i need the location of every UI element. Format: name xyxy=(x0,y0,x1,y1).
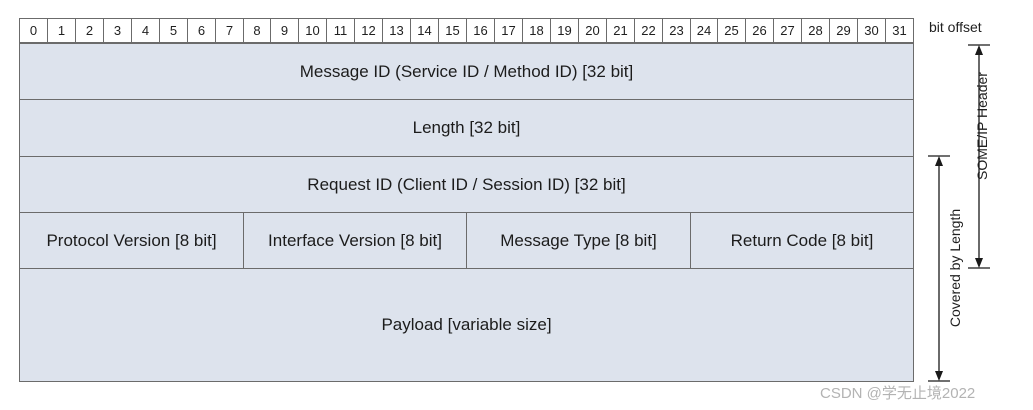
bit-offset-cell: 9 xyxy=(270,18,299,43)
length-arrow-up xyxy=(935,156,943,166)
header-field: Request ID (Client ID / Session ID) [32 … xyxy=(19,156,914,213)
watermark: CSDN @学无止境2022 xyxy=(820,385,976,402)
header-field: Message ID (Service ID / Method ID) [32 … xyxy=(19,43,914,100)
someip-header-label: SOME/IP Header xyxy=(974,72,990,180)
header-field: Message Type [8 bit] xyxy=(466,212,691,269)
bit-offset-cell: 31 xyxy=(885,18,914,43)
header-field: Protocol Version [8 bit] xyxy=(19,212,244,269)
bit-offset-cell: 6 xyxy=(187,18,216,43)
bit-offset-cell: 22 xyxy=(634,18,663,43)
bit-offset-cell: 12 xyxy=(354,18,383,43)
bit-offset-cell: 23 xyxy=(662,18,691,43)
bit-offset-cell: 25 xyxy=(717,18,746,43)
header-field: Payload [variable size] xyxy=(19,268,914,382)
length-arrow-down xyxy=(935,371,943,381)
bit-offset-cell: 10 xyxy=(298,18,327,43)
bit-offset-cell: 7 xyxy=(215,18,244,43)
bit-offset-cell: 21 xyxy=(606,18,635,43)
bit-offset-cell: 15 xyxy=(438,18,467,43)
bit-offset-cell: 1 xyxy=(47,18,76,43)
bit-offset-cell: 0 xyxy=(19,18,48,43)
bit-offset-cell: 29 xyxy=(829,18,858,43)
bit-offset-cell: 14 xyxy=(410,18,439,43)
bit-offset-cell: 24 xyxy=(690,18,718,43)
header-arrow-down xyxy=(975,258,983,268)
bit-offset-cell: 30 xyxy=(857,18,886,43)
someip-header-bracket xyxy=(968,44,990,269)
bit-offset-cell: 27 xyxy=(773,18,802,43)
covered-by-length-bracket xyxy=(928,155,950,382)
covered-by-length-label: Covered by Length xyxy=(947,208,963,328)
bit-offset-cell: 20 xyxy=(578,18,607,43)
header-field: Interface Version [8 bit] xyxy=(243,212,467,269)
header-arrow-up xyxy=(975,45,983,55)
bit-offset-cell: 19 xyxy=(550,18,579,43)
bit-offset-cell: 16 xyxy=(466,18,495,43)
bit-offset-cell: 5 xyxy=(159,18,188,43)
bit-offset-label: bit offset xyxy=(929,19,982,35)
bit-offset-cell: 4 xyxy=(131,18,160,43)
header-field: Return Code [8 bit] xyxy=(690,212,914,269)
